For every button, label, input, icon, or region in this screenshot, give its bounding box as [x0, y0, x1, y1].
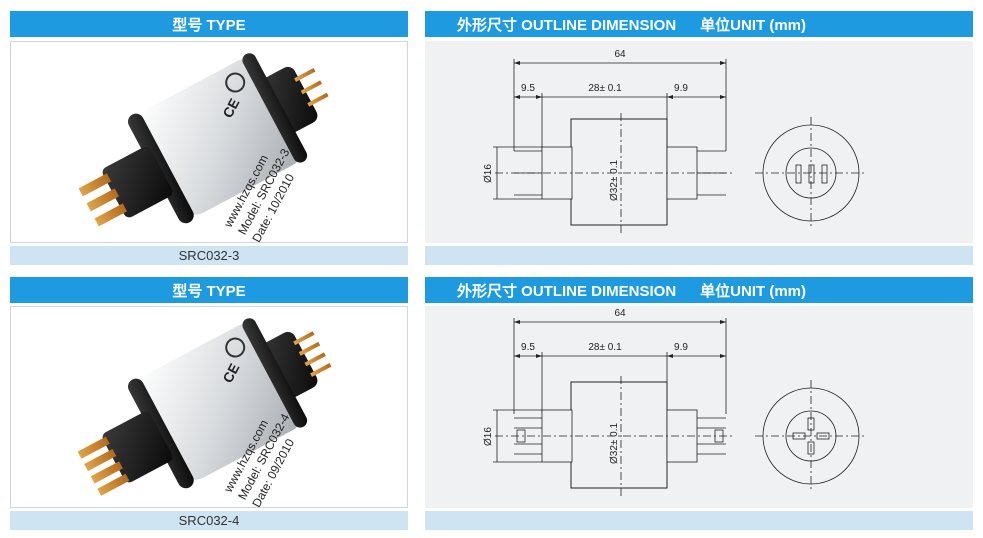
dim-right-length: 9.9: [674, 83, 688, 94]
type-header-label: 型号 TYPE: [172, 16, 246, 34]
product-photo: www.hzqs.com Model: SRC032-4 Date: 09/20…: [10, 306, 408, 508]
dim-left-length: 9.5: [521, 342, 535, 353]
unit-label: 单位UNIT (mm): [700, 16, 806, 34]
dim-body-diameter: Ø32± 0.1: [609, 422, 620, 464]
slip-ring-image: www.hzqs.com Model: SRC032-3 Date: 10/20…: [78, 53, 329, 242]
dim-shaft-diameter: Ø16: [483, 427, 494, 446]
outline-caption-bar: [425, 511, 973, 530]
dimension-drawing: 64 9.5 28± 0.1 9.9 Ø32± 0.1 Ø16: [483, 308, 867, 496]
slip-ring-image: www.hzqs.com Model: SRC032-4 Date: 09/20…: [77, 318, 332, 507]
outline-header: 外形尺寸 OUTLINE DIMENSION 单位UNIT (mm): [425, 11, 973, 37]
outline-header-label: 外形尺寸 OUTLINE DIMENSION: [457, 282, 677, 300]
dim-body-length: 28± 0.1: [588, 83, 622, 94]
model-caption: SRC032-3: [10, 246, 408, 265]
outline-caption-bar: [425, 246, 973, 265]
outline-drawing: 64 9.5 28± 0.1 9.9 Ø32± 0.1 Ø16: [425, 41, 973, 243]
model-caption: SRC032-4: [10, 511, 408, 530]
type-header: 型号 TYPE: [10, 277, 408, 303]
unit-label: 单位UNIT (mm): [700, 282, 806, 300]
dim-total-length: 64: [614, 49, 626, 60]
type-header: 型号 TYPE: [10, 11, 408, 37]
outline-drawing: 64 9.5 28± 0.1 9.9 Ø32± 0.1 Ø16: [425, 306, 973, 508]
type-header-label: 型号 TYPE: [172, 282, 246, 300]
dim-total-length: 64: [614, 308, 626, 319]
dim-left-length: 9.5: [521, 83, 535, 94]
dim-right-length: 9.9: [674, 342, 688, 353]
dim-body-diameter: Ø32± 0.1: [609, 159, 620, 201]
product-photo: www.hzqs.com Model: SRC032-3 Date: 10/20…: [10, 41, 408, 243]
outline-header-label: 外形尺寸 OUTLINE DIMENSION: [457, 16, 677, 34]
model-caption-text: SRC032-4: [178, 513, 240, 528]
dim-shaft-diameter: Ø16: [483, 164, 494, 183]
dim-body-length: 28± 0.1: [588, 342, 622, 353]
dimension-drawing: 64 9.5 28± 0.1 9.9 Ø32± 0.1 Ø16: [483, 49, 867, 233]
model-caption-text: SRC032-3: [178, 248, 240, 263]
outline-header: 外形尺寸 OUTLINE DIMENSION 单位UNIT (mm): [425, 277, 973, 303]
